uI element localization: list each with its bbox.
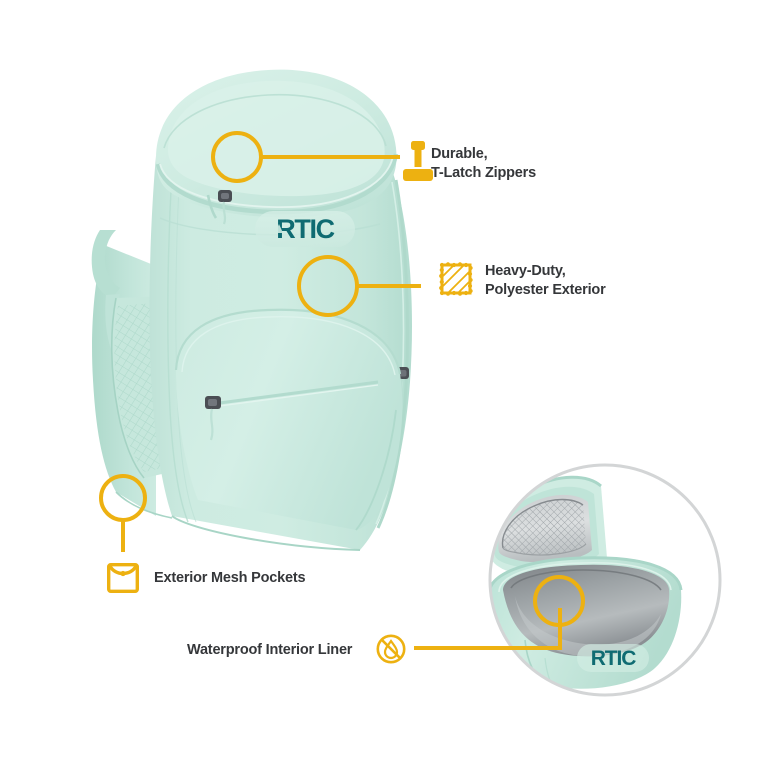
callout-ring-exterior-mesh-pockets bbox=[99, 474, 147, 522]
callout-text-t-latch-zippers: Durable, T-Latch Zippers bbox=[431, 145, 536, 183]
brand-logo: RTIC bbox=[255, 211, 355, 247]
open-cooler-illustration: RTIC bbox=[488, 463, 722, 697]
callout-label-line2: Polyester Exterior bbox=[485, 282, 606, 298]
fabric-swatch-icon bbox=[439, 262, 473, 296]
callout-line-t-latch-zippers bbox=[260, 155, 400, 159]
product-image: RTIC bbox=[60, 30, 450, 560]
callout-line-polyester-exterior bbox=[355, 284, 421, 288]
callout-text-waterproof-interior-liner: Waterproof Interior Liner bbox=[187, 641, 352, 660]
inset-circle-frame bbox=[488, 463, 722, 697]
callout-label-line1: Waterproof Interior Liner bbox=[187, 642, 353, 658]
callout-label-line1: Exterior Mesh Pockets bbox=[154, 570, 306, 586]
callout-text-polyester-exterior: Heavy-Duty, Polyester Exterior bbox=[485, 262, 606, 300]
backpack-cooler-illustration: RTIC bbox=[91, 69, 412, 551]
no-water-droplet-icon bbox=[376, 634, 406, 664]
callout-text-exterior-mesh-pockets: Exterior Mesh Pockets bbox=[154, 569, 306, 588]
front-pocket-zipper-pull-icon bbox=[205, 396, 221, 441]
pocket-icon bbox=[107, 563, 140, 594]
lid-zipper-pull-icon bbox=[218, 190, 232, 225]
t-latch-zipper-icon bbox=[403, 141, 433, 181]
inset-detail-image: RTIC bbox=[455, 462, 755, 710]
callout-line-waterproof-horizontal bbox=[414, 646, 562, 650]
callout-label-line2: T-Latch Zippers bbox=[431, 165, 536, 181]
inset-brand-logo-text: RTIC bbox=[591, 647, 637, 670]
callout-label-line1: Durable, bbox=[431, 146, 488, 162]
callout-ring-waterproof-interior-liner bbox=[533, 575, 585, 627]
callout-ring-t-latch-zippers bbox=[211, 131, 263, 183]
callout-line-waterproof-vertical bbox=[558, 608, 562, 650]
inset-brand-logo: RTIC bbox=[577, 644, 649, 672]
callout-ring-polyester-exterior bbox=[297, 255, 359, 317]
brand-logo-text: RTIC bbox=[276, 214, 334, 244]
callout-line-exterior-mesh-pockets bbox=[121, 519, 125, 552]
callout-label-line1: Heavy-Duty, bbox=[485, 263, 566, 279]
